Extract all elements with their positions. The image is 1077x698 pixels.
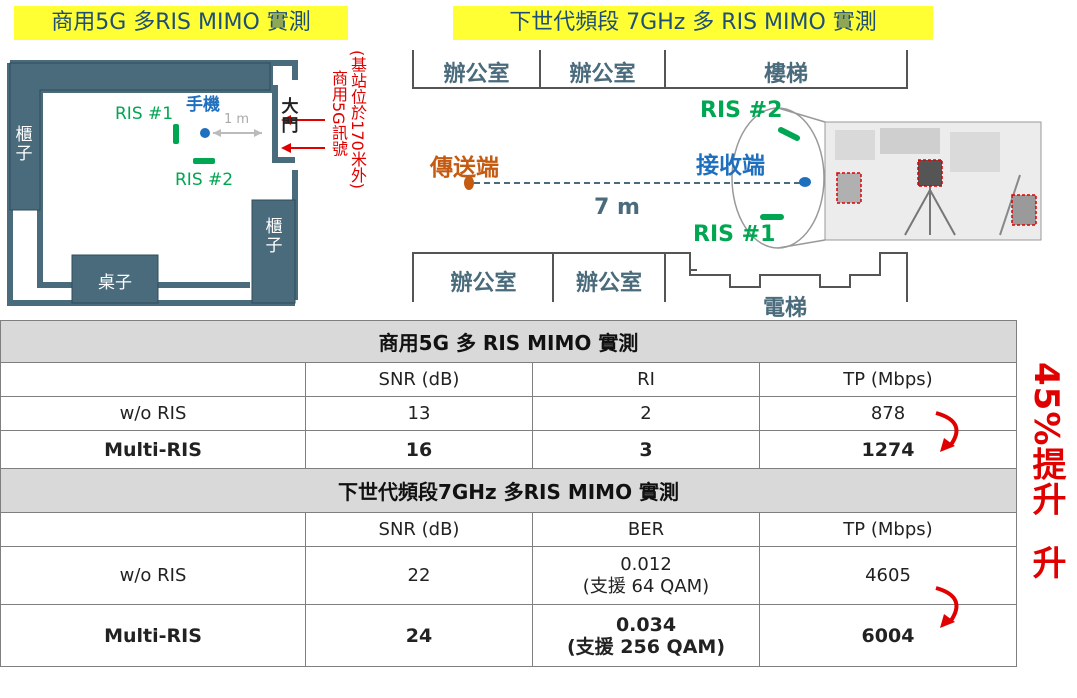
curved-arrow-1 [935,411,959,448]
section1-header-cell: RI [532,362,760,397]
section1-title: 商用5G 多 RIS MIMO 實測 [0,320,1017,363]
table-cell: w/o RIS [0,396,306,431]
cabinet-left-label: 櫃子 [15,125,33,164]
stairs-label: 樓梯 [763,62,808,87]
table-cell: 878 [759,396,1017,431]
right-ris1-label: RIS #1 [693,222,776,247]
improvement-section1: 45%提升 [1026,362,1066,517]
elevator-label: 電梯 [762,296,807,321]
section2-title: 下世代頻段7GHz 多RIS MIMO 實測 [0,468,1017,513]
phone-dot [200,128,210,138]
improvement-section2: 30%提升 [1026,545,1077,664]
left-ris1-label: RIS #1 [115,104,174,124]
section2-header-cell: BER [532,512,760,547]
receiver-dot [799,177,811,187]
table-cell: 3 [532,430,760,469]
table-cell: 2 [532,396,760,431]
right-ris2-bar [778,127,800,141]
office-top-2: 辦公室 [569,62,636,87]
table-row: Multi-RIS 24 0.034(支援 256 QAM) 6004 [0,604,1017,667]
transmitter-label: 傳送端 [430,155,499,181]
table-cell: Multi-RIS [0,430,306,469]
section2-header-cell: SNR (dB) [305,512,533,547]
receiver-label: 接收端 [696,153,765,179]
ber-note: (支援 256 QAM) [566,635,726,658]
table-cell: w/o RIS [0,546,306,605]
section2-header-cell [0,512,306,547]
section1-header-cell: TP (Mbps) [759,362,1017,397]
ber-value: 0.034 [615,613,677,636]
left-distance-label: 1 m [224,112,250,127]
signal-note-1: 商用5G訊號 [329,70,348,157]
cabinet-right-label: 櫃子 [265,217,283,256]
desk-label: 桌子 [98,273,132,293]
results-table: 商用5G 多 RIS MIMO 實測 SNR (dB) RI TP (Mbps)… [0,320,1017,667]
table-row: w/o RIS 13 2 878 [0,396,1017,431]
door-label: 大門 [281,97,299,136]
table-cell: 4605 [759,546,1017,605]
left-ris1-bar [173,124,179,144]
transmitter-dot [464,176,474,190]
table-cell: 24 [305,604,533,667]
right-ris2-label: RIS #2 [700,98,783,123]
signal-note-2: (基站位於170米外) [348,50,367,190]
office-bottom-1: 辦公室 [450,271,517,296]
table-cell: 1274 [759,430,1017,469]
section1-header-cell: SNR (dB) [305,362,533,397]
right-corridor-diagram [412,50,1042,302]
section2-header-cell: TP (Mbps) [759,512,1017,547]
improvement-arrows [935,411,959,628]
left-floor-plan [7,60,325,306]
table-cell: 13 [305,396,533,431]
ber-value: 0.012 [620,553,672,575]
table-cell: 6004 [759,604,1017,667]
table-cell: 22 [305,546,533,605]
office-bottom-2: 辦公室 [575,271,642,296]
left-panel-title: 商用5G 多RIS MIMO 實測 [14,6,348,40]
section1-header-cell [0,362,306,397]
table-row: Multi-RIS 16 3 1274 [0,430,1017,469]
table-cell: 0.034(支援 256 QAM) [532,604,760,667]
right-distance-label: 7 m [594,195,640,220]
ber-note: (支援 64 QAM) [582,575,710,597]
right-panel-title: 下世代頻段 7GHz 多 RIS MIMO 實測 [453,6,933,40]
phone-label: 手機 [186,95,220,115]
left-ris2-label: RIS #2 [175,170,234,190]
curved-arrow-2 [935,586,959,624]
table-cell: Multi-RIS [0,604,306,667]
table-row: w/o RIS 22 0.012(支援 64 QAM) 4605 [0,546,1017,605]
left-ris2-bar [193,158,215,164]
table-cell: 16 [305,430,533,469]
table-cell: 0.012(支援 64 QAM) [532,546,760,605]
office-top-1: 辦公室 [443,62,510,87]
